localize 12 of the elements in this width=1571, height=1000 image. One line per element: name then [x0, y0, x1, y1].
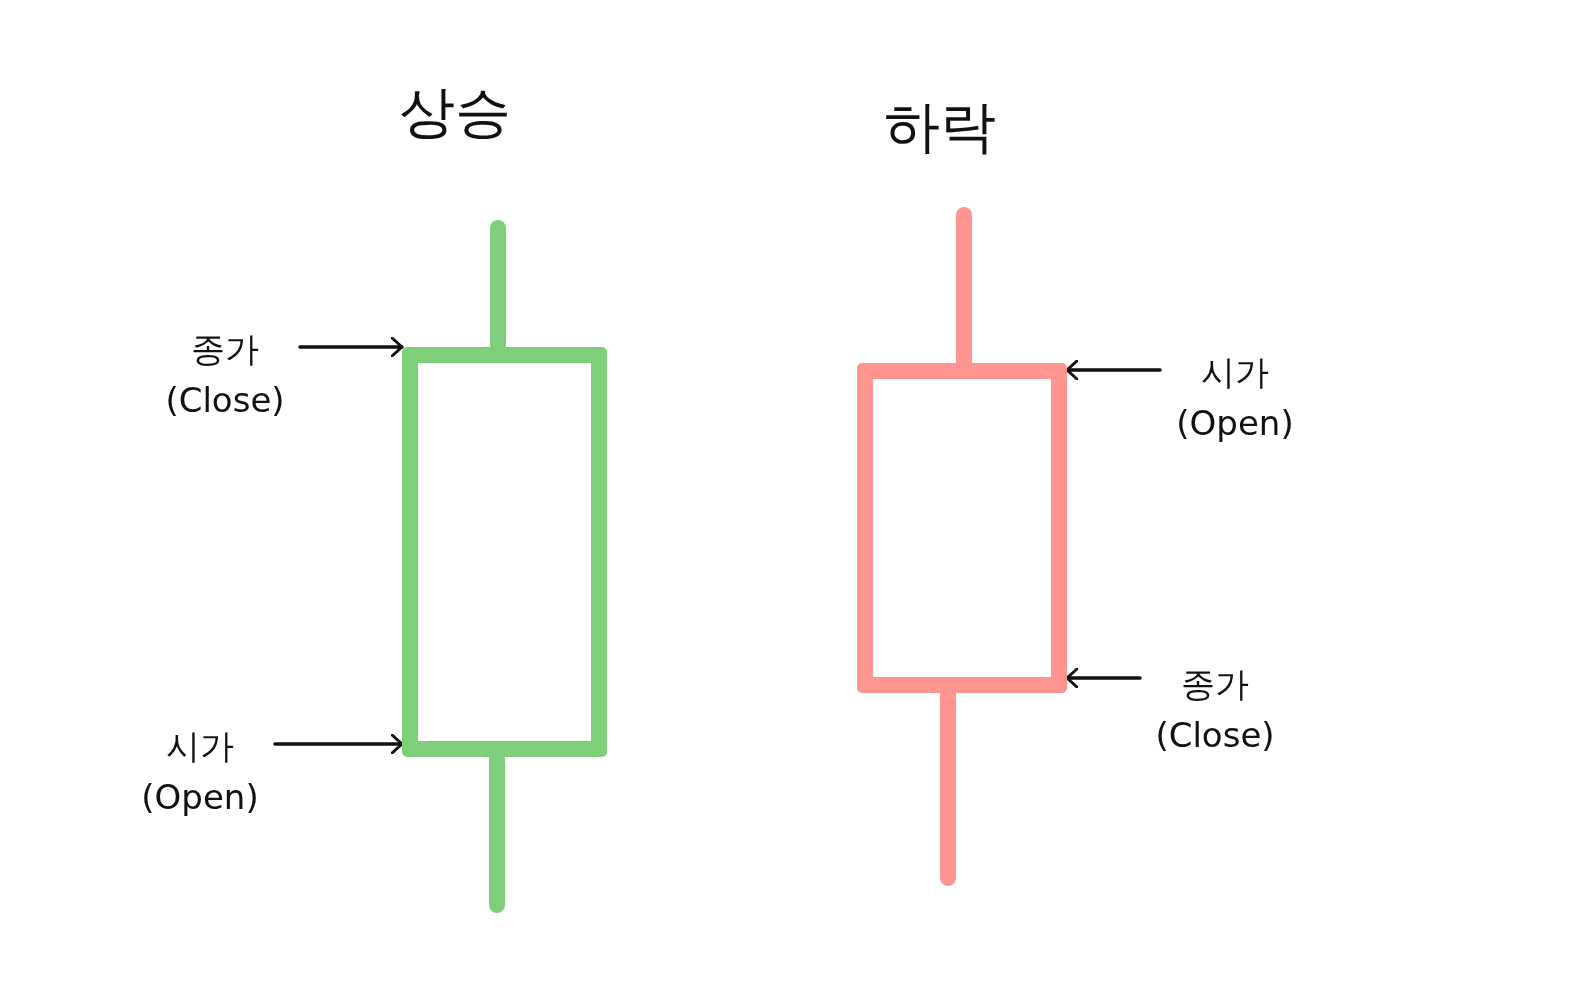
arrow [298, 336, 404, 358]
arrow [1065, 667, 1142, 689]
arrow [273, 733, 404, 755]
candle-heading: 하락 [884, 93, 996, 161]
price-label: 종가 (Close) [1140, 650, 1290, 770]
price-label: 시가 (Open) [1160, 338, 1310, 458]
candle-heading: 상승 [399, 78, 511, 146]
candle-body [857, 363, 1067, 693]
price-label: 시가 (Open) [125, 712, 275, 832]
arrow [1065, 359, 1162, 381]
candle-body [402, 347, 607, 757]
price-label: 종가 (Close) [150, 315, 300, 435]
